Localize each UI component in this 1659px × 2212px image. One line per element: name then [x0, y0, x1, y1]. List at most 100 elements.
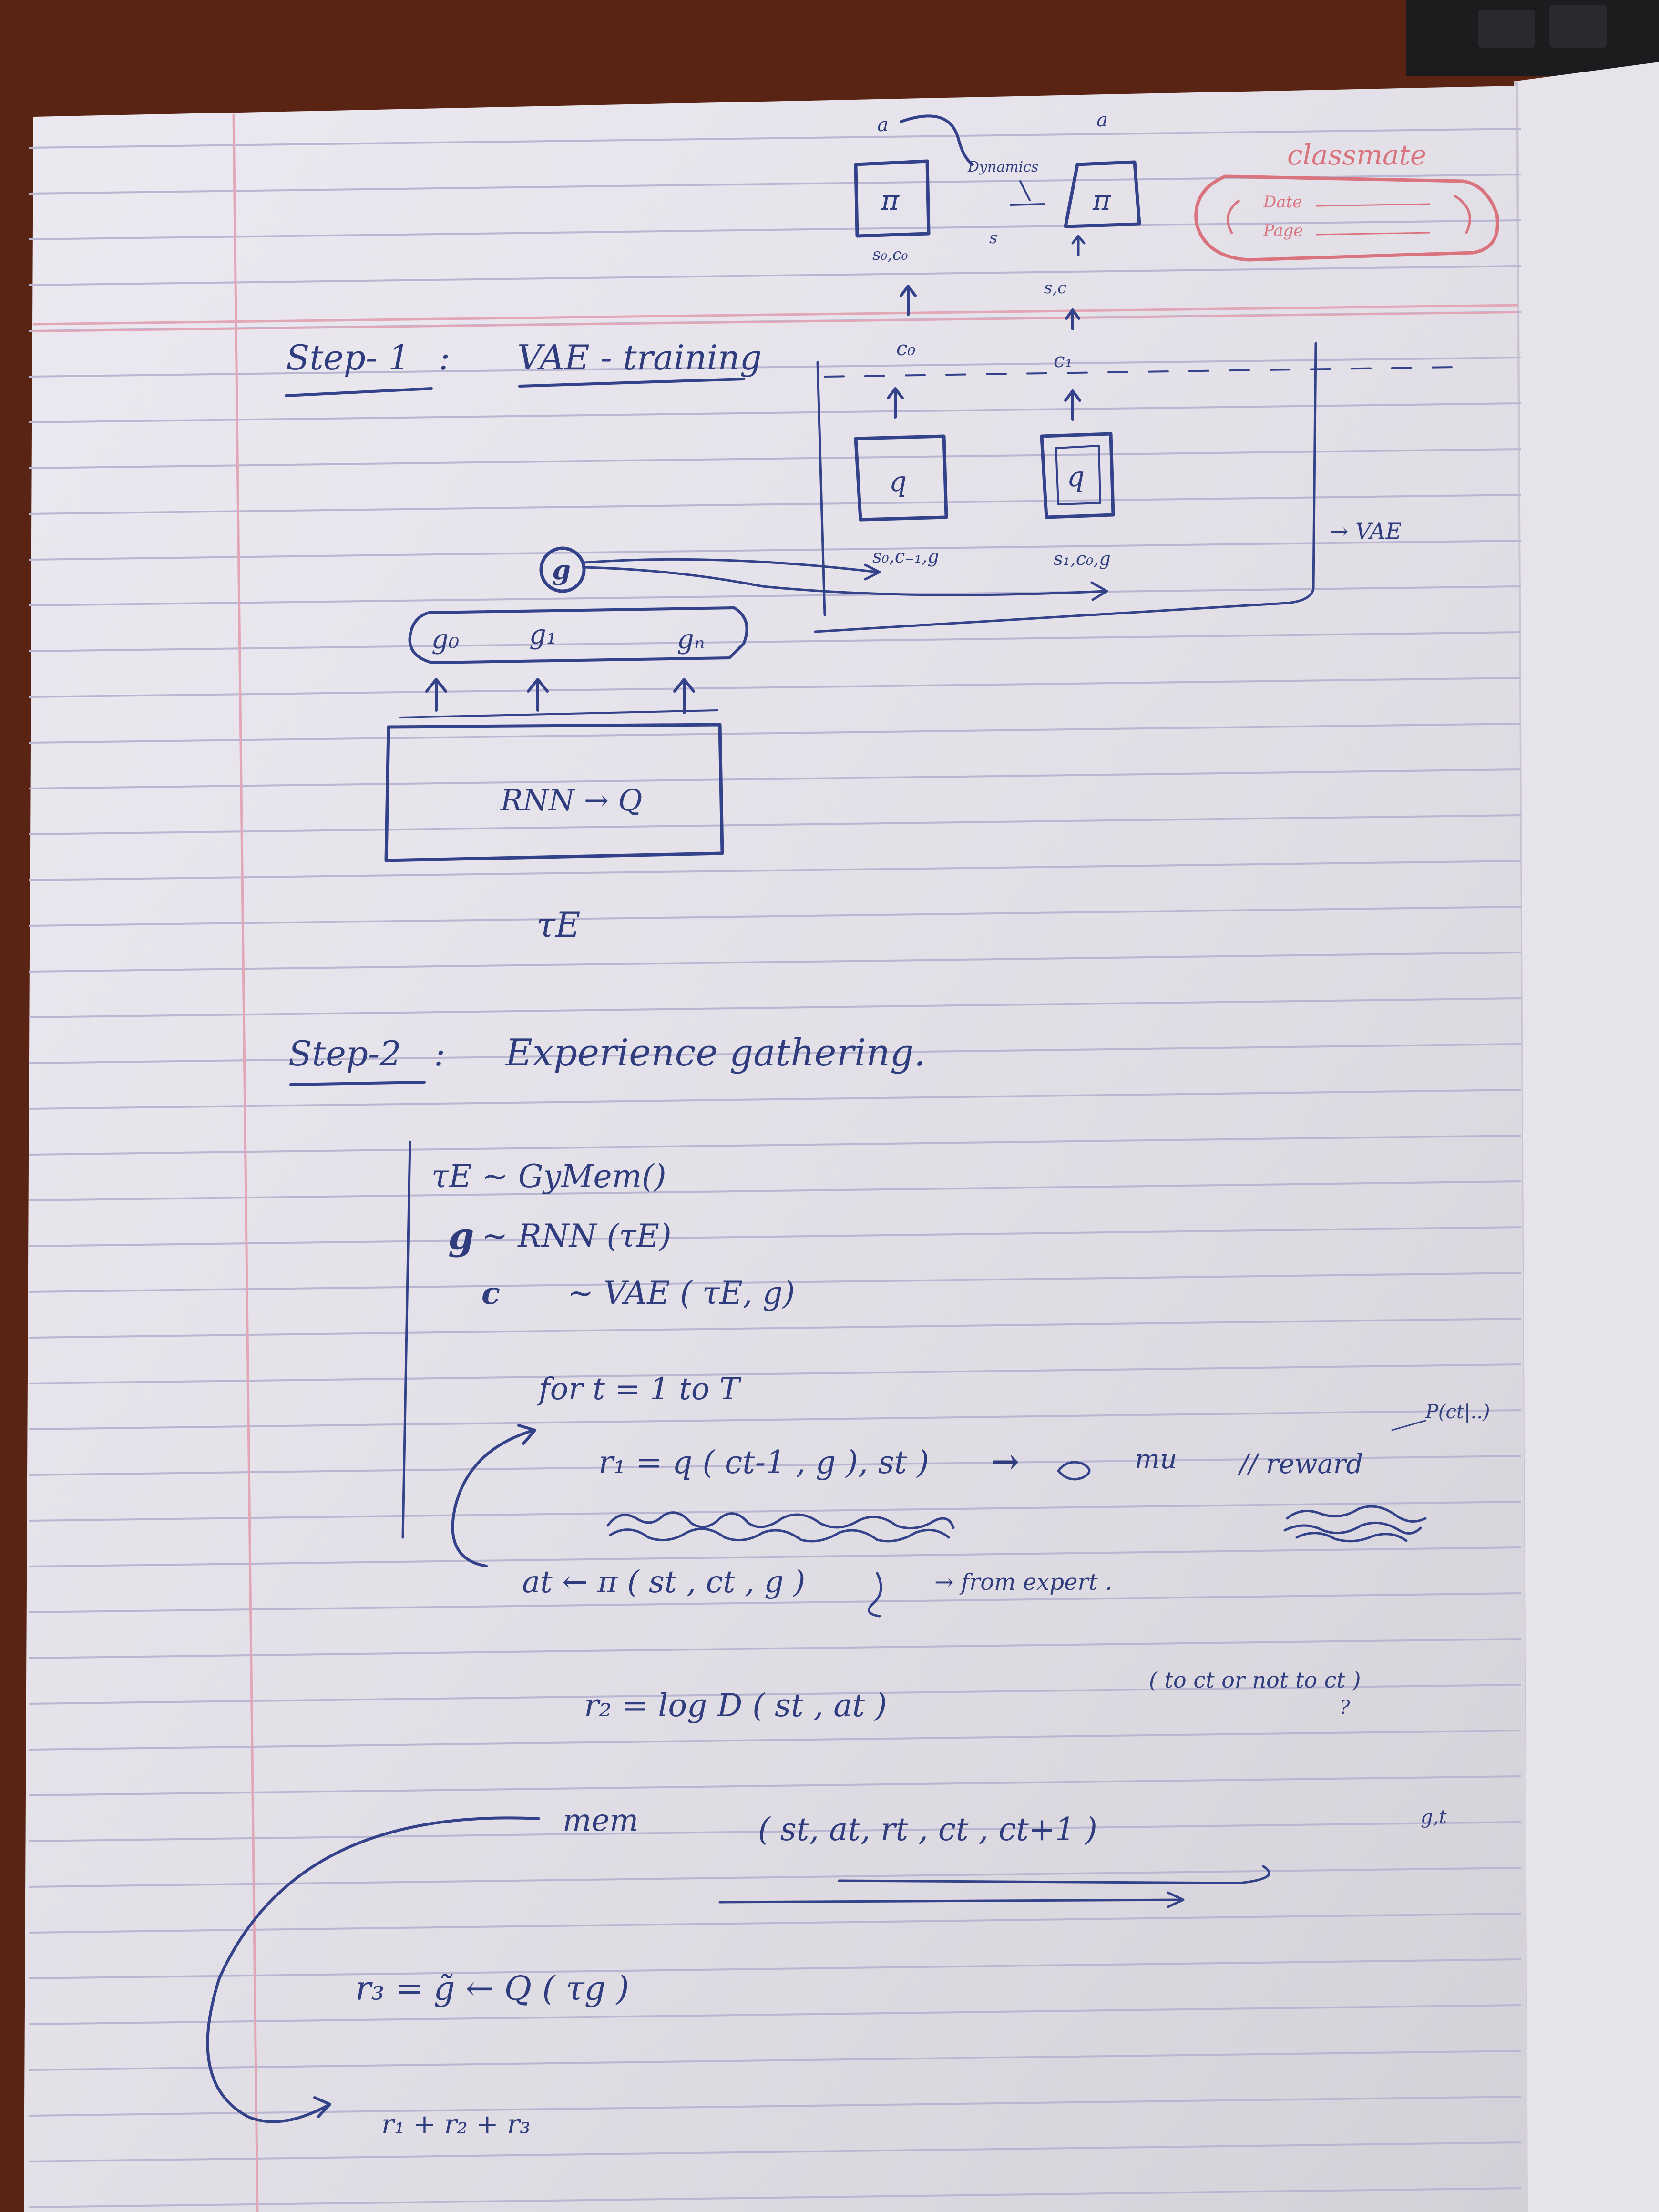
rnn-box: RNN → Q [384, 723, 724, 862]
ruled-line [28, 1958, 1521, 1979]
dynamics-label: Dynamics [967, 159, 1038, 175]
ruled-line [28, 723, 1521, 744]
svg-text:π: π [881, 184, 900, 216]
c1-label: c₁ [1054, 348, 1073, 372]
ruled-line [28, 494, 1521, 515]
algo-sum: r₁ + r₂ + r₃ [381, 2109, 531, 2140]
classmate-stamp: classmate Date Page [1194, 139, 1499, 262]
g-list-item-0: g₀ [431, 624, 459, 655]
algo-r2: r₂ = log D ( st , at ) [584, 1687, 887, 1724]
ruled-line [28, 1913, 1521, 1934]
svg-text:q: q [889, 465, 907, 498]
stamp-brand: classmate [1287, 139, 1426, 171]
ruled-line [28, 2187, 1521, 2208]
arrow-q-to-c1 [1064, 389, 1081, 421]
ruled-line [28, 2141, 1521, 2162]
ruled-line [28, 1730, 1521, 1751]
ruled-line [28, 448, 1521, 469]
ruled-line [28, 1409, 1521, 1430]
s-prime-label: s [989, 228, 997, 247]
algo-mem-tuple: ( st, at, rt , ct , ct+1 ) [758, 1811, 1097, 1848]
ruled-line [28, 2004, 1521, 2025]
svg-text::: : [439, 338, 450, 378]
g-circle [539, 546, 586, 593]
pi-box-right: π [1064, 160, 1141, 228]
algo-line-tau: τE ~ GyMem() [431, 1158, 666, 1195]
step1-label: Step- 1 [286, 338, 410, 378]
ruled-line [28, 677, 1521, 698]
g-to-q-right-arrow [583, 566, 1108, 601]
svg-text:?: ? [1340, 1697, 1350, 1719]
algo-loop: for t = 1 to T [537, 1372, 742, 1407]
g-to-q-left-arrow [583, 558, 881, 581]
ruled-line [28, 1592, 1521, 1613]
arrow-rnn-g1 [527, 678, 549, 712]
stamp-date-label: Date [1263, 193, 1302, 212]
pi-left-input: s₀,c₀ [872, 245, 908, 264]
arrow-c0-to-pi [900, 285, 917, 316]
return-arrow [206, 1816, 540, 2123]
c0-label: c₀ [896, 337, 916, 360]
ruled-line [28, 1867, 1521, 1888]
arrow-c1-to-pi [1065, 308, 1080, 330]
algo-line-g-var: g [448, 1215, 474, 1258]
q-right-input: s₁,c₀,g [1054, 548, 1111, 569]
ruled-line [28, 1272, 1521, 1293]
dynamics-arrow [900, 114, 974, 166]
ruled-line [28, 128, 1521, 149]
ruled-line [28, 1821, 1521, 1842]
algo-r2-note: ( to ct or not to ct ) [1149, 1667, 1361, 1693]
step2-label: Step-2 [288, 1034, 401, 1074]
algo-r1-note: P(ct|..) [1425, 1401, 1490, 1423]
q-box-left: q [854, 434, 948, 522]
ruled-line [28, 219, 1521, 240]
svg-text:g: g [552, 554, 571, 586]
svg-text:RNN → Q: RNN → Q [500, 783, 642, 818]
algo-r1-reward: // reward [1237, 1449, 1363, 1480]
mem-underline-arrow [718, 1865, 1270, 1908]
ruled-line [28, 1043, 1521, 1064]
ruled-line [28, 402, 1521, 423]
ruled-line [28, 1638, 1521, 1659]
step1-heading: Step- 1 : VAE - training [285, 338, 762, 397]
ruled-line [28, 1180, 1521, 1201]
algo-line-c: ~ VAE ( τE, g) [567, 1275, 795, 1311]
step2-title: Experience gathering. [504, 1032, 926, 1075]
ruled-line [28, 1684, 1521, 1705]
pi-left-output: a [877, 114, 889, 136]
ruled-line [28, 631, 1521, 652]
algo-at-note: → from expert . [934, 1569, 1112, 1596]
arrow-q-to-c0 [887, 387, 904, 419]
pi-right-output: a [1096, 109, 1108, 131]
ruled-line [28, 860, 1521, 881]
q-left-input: s₀,c₋₁,g [872, 546, 939, 567]
scribble-crossout [606, 1461, 1427, 1543]
ruled-line [28, 997, 1521, 1018]
loop-arrow [451, 1424, 536, 1567]
ruled-line [28, 540, 1521, 561]
algo-mem-label: mem [563, 1803, 638, 1838]
g-list-item-1: g₁ [529, 619, 557, 650]
ruled-line [28, 1089, 1521, 1110]
ruled-line [28, 357, 1521, 378]
ruled-line [28, 1501, 1521, 1522]
ruled-line [28, 1455, 1521, 1476]
svg-text::: : [434, 1034, 445, 1074]
header-rule [33, 304, 1519, 326]
ruled-line [28, 2050, 1521, 2071]
step1-title: VAE - training [517, 338, 762, 378]
ruled-line [28, 1546, 1521, 1567]
ruled-line [28, 1775, 1521, 1796]
svg-text:π: π [1092, 184, 1111, 216]
ruled-line [28, 265, 1521, 286]
g-list-item-n: gₙ [677, 624, 705, 655]
algo-line-c-var: c [481, 1276, 500, 1311]
ruled-line [28, 2096, 1521, 2117]
tau-e-label: τE [536, 905, 580, 945]
ruled-line [28, 768, 1521, 789]
ruled-line [28, 1318, 1521, 1339]
arrow-rnn-gn [673, 678, 695, 714]
ruled-line [28, 906, 1521, 927]
pi-box-left: π [854, 159, 931, 238]
